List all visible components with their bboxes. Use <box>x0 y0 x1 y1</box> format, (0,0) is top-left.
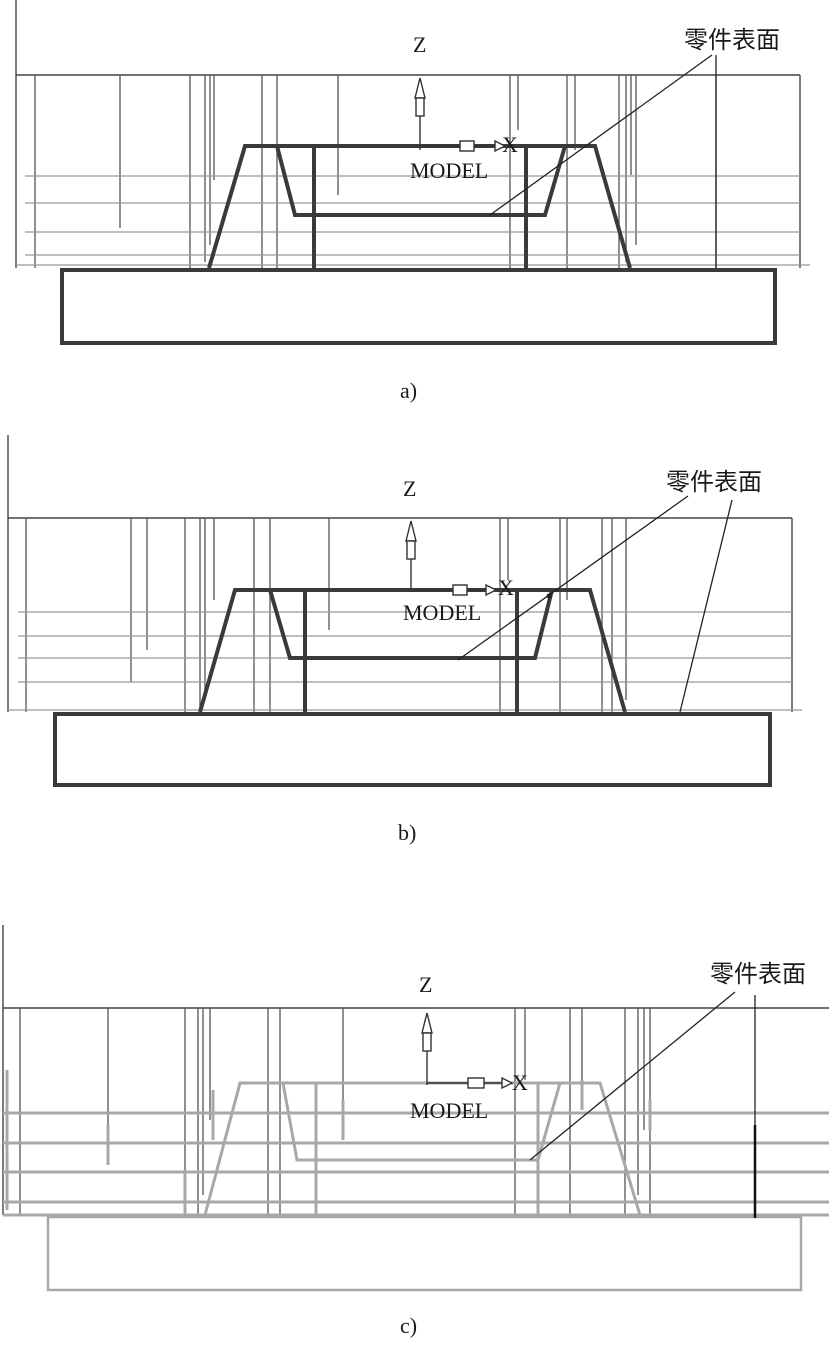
panel-c-callout: 零件表面 <box>710 960 806 988</box>
panel-c-frame <box>2 925 829 1215</box>
panel-a-x-label: X <box>502 132 518 157</box>
panel-a-z-label: Z <box>413 32 426 57</box>
panel-a-callout: 零件表面 <box>684 26 780 54</box>
panel-b: Z X MODEL 零件表面 b) <box>7 435 802 845</box>
panel-a-horizontals <box>16 175 810 266</box>
panel-b-caption: b) <box>398 820 416 845</box>
panel-b-leader-dot <box>546 593 552 599</box>
panel-a-axis-icon <box>414 77 507 153</box>
panel-b-axis-icon <box>405 520 498 597</box>
panel-b-frame <box>7 435 793 712</box>
panel-b-leader-lines <box>457 495 733 713</box>
panel-b-horizontals <box>8 611 802 711</box>
panel-c-caption: c) <box>400 1313 417 1338</box>
panel-a-caption: a) <box>400 378 417 403</box>
panel-b-z-label: Z <box>403 476 416 501</box>
panel-a: Z X MODEL 零件表面 a) <box>15 0 810 403</box>
panel-b-base <box>53 712 772 787</box>
panel-c-short-ticks <box>5 1070 652 1215</box>
panel-c-part <box>203 1081 642 1216</box>
panel-c: Z X MODEL 零件表面 c) <box>2 925 829 1338</box>
panel-b-verticals <box>25 518 627 712</box>
panel-a-base <box>60 268 777 345</box>
panel-b-model-label: MODEL <box>403 600 481 625</box>
panel-c-leader-lines <box>529 991 756 1218</box>
panel-a-frame <box>15 0 801 268</box>
panel-c-z-label: Z <box>419 972 432 997</box>
panel-c-horizontals <box>3 1111 829 1217</box>
panel-a-model-label: MODEL <box>410 158 488 183</box>
panel-c-model-label: MODEL <box>410 1098 488 1123</box>
panel-c-x-label: X <box>512 1070 528 1095</box>
panel-a-leader-lines <box>489 54 717 268</box>
panel-b-callout: 零件表面 <box>666 468 762 496</box>
panel-c-base <box>46 1215 803 1292</box>
panel-c-axis-icon <box>421 1012 514 1090</box>
panel-a-verticals <box>34 75 717 268</box>
panel-b-x-label: X <box>498 575 514 600</box>
